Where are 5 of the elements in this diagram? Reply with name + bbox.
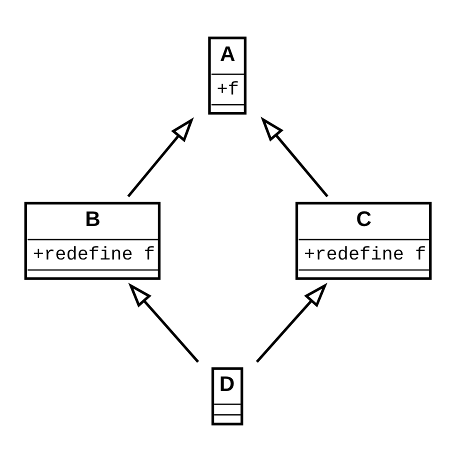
arrow <box>260 116 328 198</box>
node-box: D <box>211 367 244 426</box>
arrow <box>256 282 328 363</box>
arrow <box>128 282 200 363</box>
arrow <box>127 117 194 198</box>
